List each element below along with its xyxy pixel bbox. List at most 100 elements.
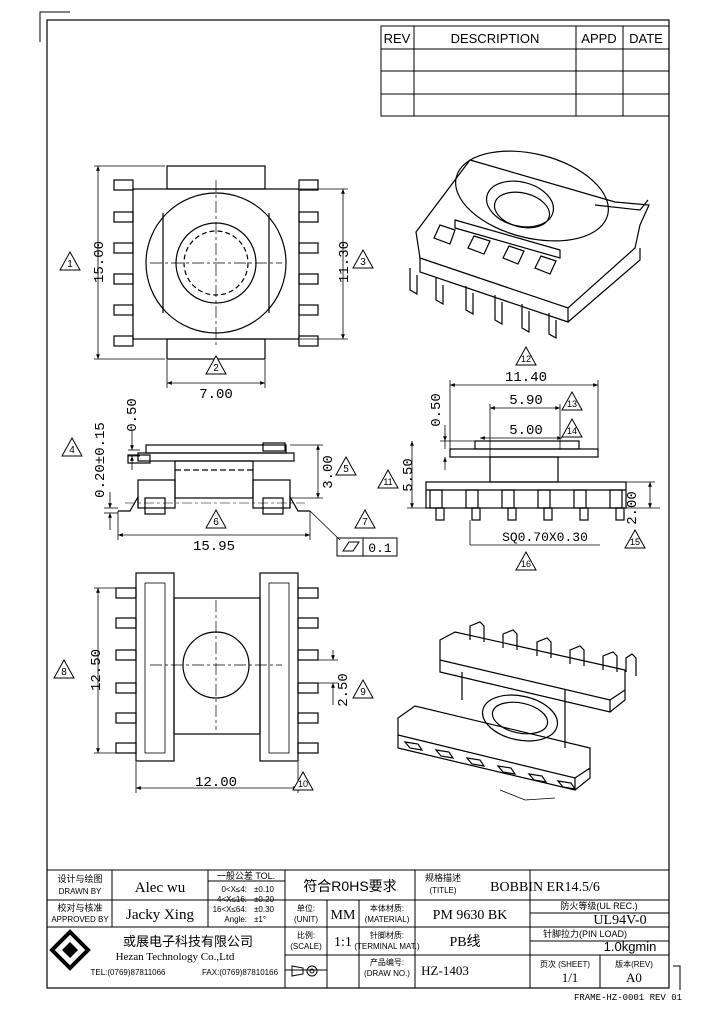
svg-text:页次 (SHEET): 页次 (SHEET) — [540, 959, 591, 969]
marker-7-icon: 7 — [354, 509, 376, 529]
drawn-by-name: Alec wu — [135, 880, 186, 896]
title-block — [46, 869, 670, 989]
svg-text:防火等级(UL REC.): 防火等级(UL REC.) — [560, 900, 637, 911]
approved-by-en: APPROVED BY — [51, 915, 109, 924]
svg-text:13: 13 — [567, 399, 577, 409]
top-view-pins-left — [113, 179, 134, 347]
scale-value: 1:1 — [334, 935, 352, 950]
svg-text:±0.20: ±0.20 — [254, 895, 275, 904]
company-en: Hezan Technology Co.,Ltd — [116, 951, 235, 963]
dim-bottom-gap: 2.50 — [336, 673, 352, 707]
svg-text:±0.10: ±0.10 — [254, 885, 275, 894]
triangle-markers: 1 2 3 4 5 6 7 8 9 10 11 12 13 14 15 16 — [53, 249, 646, 791]
svg-text:6: 6 — [213, 517, 219, 528]
svg-text:4: 4 — [69, 445, 75, 456]
dim-front-pin-h: 2.00 — [625, 491, 641, 525]
svg-text:0<X≤4:: 0<X≤4: — [221, 885, 247, 894]
frame-label: FRAME-HZ-0001 REV 01 — [574, 993, 682, 1003]
pin-load-value: 1.0kgmin — [604, 939, 657, 954]
svg-text:10: 10 — [298, 779, 308, 789]
dim-side-h: 3.00 — [321, 455, 337, 489]
svg-text:3: 3 — [360, 257, 366, 268]
company-cn: 或展电子科技有限公司 — [123, 934, 253, 949]
iso-top-pins — [409, 268, 557, 340]
marker-12-icon: 12 — [515, 346, 537, 366]
svg-text:本体材质:: 本体材质: — [370, 903, 404, 913]
date-header: DATE — [629, 31, 663, 46]
marker-1-icon: 1 — [59, 251, 81, 271]
draw-number: HZ-1403 — [421, 963, 469, 978]
svg-text:7: 7 — [362, 517, 368, 528]
marker-10-icon: 10 — [292, 771, 314, 791]
tolerance-title: 一般公差 TOL. — [217, 870, 275, 881]
svg-text:针脚拉力(PIN LOAD): 针脚拉力(PIN LOAD) — [543, 928, 627, 939]
svg-text:(TERMINAL MAT.): (TERMINAL MAT.) — [354, 942, 420, 951]
company-logo — [49, 929, 91, 971]
svg-text:规格描述: 规格描述 — [425, 872, 461, 883]
dim-front-w1: 11.40 — [505, 370, 547, 386]
svg-text:比例:: 比例: — [297, 930, 315, 940]
title-block-text: 设计与绘图 DRAWN BY Alec wu 校对与核准 APPROVED BY… — [51, 870, 656, 985]
front-view-dimensions — [407, 380, 660, 546]
svg-text:12: 12 — [521, 354, 531, 364]
product-title: BOBBIN ER14.5/6 — [490, 880, 600, 895]
side-view — [118, 442, 310, 515]
rohs-text: 符合R0HS要求 — [303, 878, 396, 894]
rev-value: A0 — [626, 970, 642, 985]
svg-text:(MATERIAL): (MATERIAL) — [365, 915, 410, 924]
svg-text:11: 11 — [383, 477, 392, 487]
marker-2-icon: 2 — [205, 355, 227, 375]
dim-bottom-h: 12.50 — [89, 649, 105, 691]
revision-table: REV DESCRIPTION APPD DATE — [380, 25, 670, 117]
top-view-pins-right — [298, 179, 319, 347]
iso-bottom-pins — [403, 621, 637, 790]
terminal-value: PB线 — [449, 934, 480, 950]
flatness-callout: 0.1 — [336, 537, 398, 557]
bottom-view — [115, 572, 319, 762]
svg-text:±1°: ±1° — [254, 915, 266, 924]
side-view-dimensions — [104, 430, 341, 541]
marker-14-icon: 14 — [561, 418, 583, 438]
svg-text:(TITLE): (TITLE) — [429, 886, 456, 895]
bottom-view-pins-left — [115, 587, 137, 754]
svg-text:4<X≤16:: 4<X≤16: — [217, 895, 247, 904]
sheet-value: 1/1 — [562, 970, 579, 985]
dim-side-t2: 0.20±0.15 — [93, 422, 109, 498]
svg-text:(SCALE): (SCALE) — [290, 942, 322, 951]
svg-text:Angle:: Angle: — [224, 915, 247, 924]
marker-8-icon: 8 — [53, 659, 75, 679]
svg-text:针脚材质:: 针脚材质: — [370, 930, 404, 940]
flatness-value: 0.1 — [368, 541, 392, 556]
svg-text:16: 16 — [521, 559, 531, 569]
front-view-pins — [429, 489, 623, 509]
svg-text:15: 15 — [630, 537, 640, 547]
approved-by-name: Jacky Xing — [126, 907, 194, 923]
description-header: DESCRIPTION — [451, 31, 540, 46]
drawn-by-en: DRAWN BY — [59, 887, 102, 896]
flame-value: UL94V-0 — [593, 913, 646, 928]
svg-text:产品编号:: 产品编号: — [370, 957, 404, 967]
dim-side-w: 15.95 — [193, 539, 235, 555]
svg-text:2: 2 — [213, 363, 219, 374]
top-view-dimensions — [94, 165, 348, 388]
marker-11-icon: 11 — [377, 469, 399, 489]
front-view — [425, 440, 627, 521]
dim-front-pin: SQ0.70X0.30 — [502, 530, 588, 545]
dim-top-inner: 11.30 — [337, 241, 353, 283]
svg-text:(UNIT): (UNIT) — [294, 915, 318, 924]
svg-text:14: 14 — [567, 426, 577, 436]
marker-9-icon: 9 — [352, 679, 374, 699]
svg-text:(DRAW NO.): (DRAW NO.) — [364, 969, 410, 978]
dim-front-t: 0.50 — [429, 393, 445, 427]
dim-top-height: 15.00 — [92, 241, 108, 283]
dim-front-h: 5.50 — [401, 458, 417, 492]
svg-text:5: 5 — [343, 464, 349, 475]
bottom-view-dimensions — [94, 587, 338, 793]
svg-text:8: 8 — [61, 667, 67, 678]
dim-top-width: 7.00 — [199, 387, 233, 403]
drawn-by-cn: 设计与绘图 — [57, 873, 102, 884]
marker-6-icon: 6 — [205, 509, 227, 529]
company-tel: TEL:(0769)87811066 — [90, 968, 166, 977]
bottom-view-pins-right — [297, 587, 319, 754]
